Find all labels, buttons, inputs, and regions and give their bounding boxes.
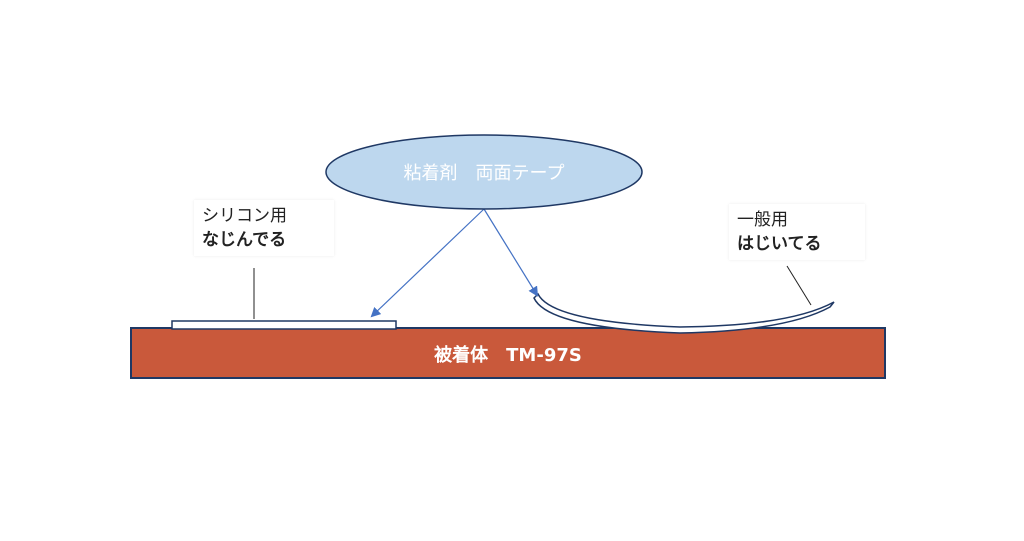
arrow-to-silicone-tape <box>370 208 485 318</box>
adhesive-ellipse <box>325 134 643 210</box>
right-callout-box: 一般用 はじいてる <box>729 204 865 260</box>
right-callout-line1: 一般用 <box>737 210 788 230</box>
left-callout-line1: シリコン用 <box>202 206 287 226</box>
arrow-to-general-tape <box>483 208 539 297</box>
adhesive-ellipse-label: 粘着剤 両面テープ <box>403 163 565 184</box>
right-callout-line2: はじいてる <box>737 234 822 254</box>
silicone-tape-flat <box>171 320 397 330</box>
left-callout-line2: なじんでる <box>202 230 287 250</box>
right-callout-leader <box>786 265 812 306</box>
left-callout-box: シリコン用 なじんでる <box>194 200 334 256</box>
general-tape-curled <box>533 292 835 334</box>
substrate-block <box>130 327 886 379</box>
substrate-label: 被着体 TM-97S <box>434 345 582 366</box>
